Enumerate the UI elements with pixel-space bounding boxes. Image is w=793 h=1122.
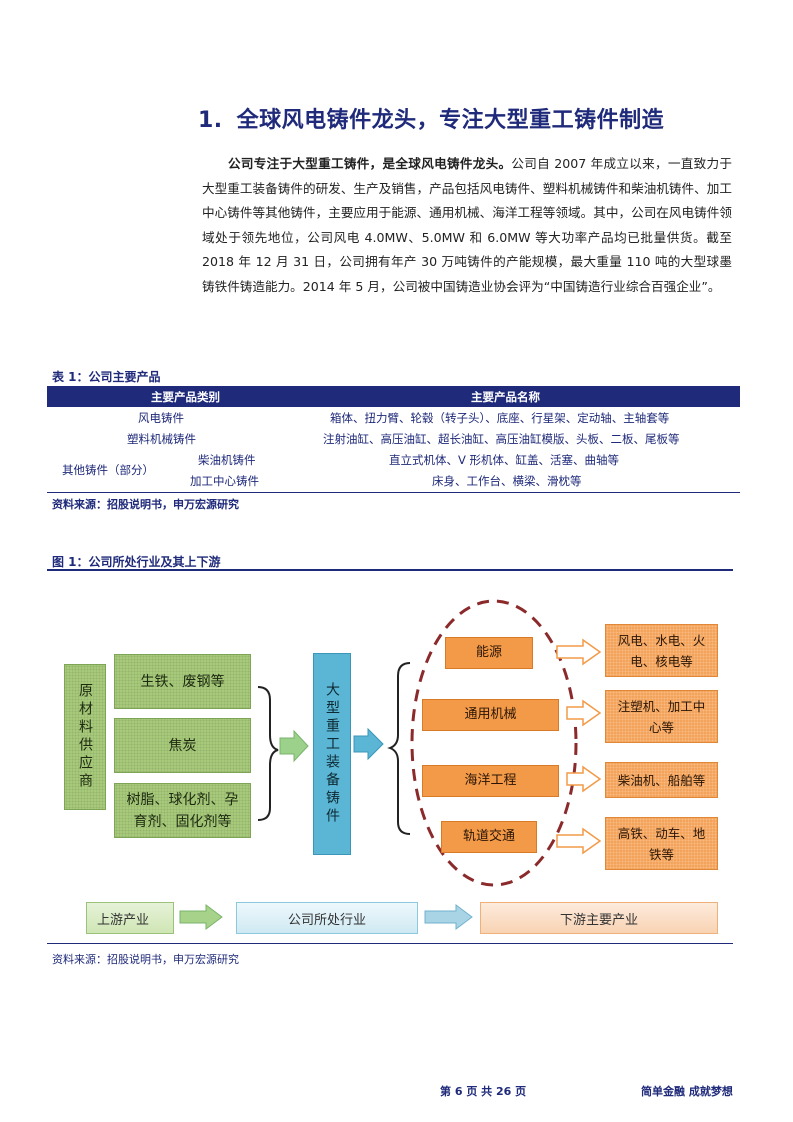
legend-label: 下游主要产业 (559, 912, 638, 928)
figure-top-rule (47, 569, 733, 571)
table-header: 主要产品类别 主要产品名称 (47, 386, 740, 407)
footer-slogan: 简单金融 成就梦想 (641, 1085, 733, 1098)
arrow-to-industry-icon (279, 729, 309, 763)
table-header-category: 主要产品类别 (151, 390, 220, 404)
application-box: 能源 (445, 637, 533, 669)
arrow-downstream-icon (566, 699, 602, 727)
material-box: 焦炭 (114, 718, 251, 773)
table-cell-names: 注射油缸、高压油缸、超长油缸、高压油缸模版、头板、二板、尾板等 (323, 432, 680, 446)
table-cell-names: 床身、工作台、横梁、滑枕等 (432, 474, 582, 488)
arrow-downstream-icon (556, 638, 602, 666)
brace-materials (257, 686, 279, 821)
figure-bottom-rule (47, 943, 733, 944)
table-cell-category: 塑料机械铸件 (127, 432, 196, 446)
material-box: 生铁、废钢等 (114, 654, 251, 709)
application-box: 通用机械 (422, 699, 559, 731)
paragraph-lead: 公司专注于大型重工铸件，是全球风电铸件龙头。 (228, 156, 512, 171)
table-bottom-rule (47, 492, 740, 493)
body-paragraph: 公司专注于大型重工铸件，是全球风电铸件龙头。公司自 2007 年成立以来，一直致… (202, 152, 732, 300)
downstream-label: 柴油机、船舶等 (617, 772, 706, 788)
brace-applications (387, 662, 411, 835)
table-cell-category: 加工中心铸件 (190, 474, 259, 488)
paragraph-text: 公司自 2007 年成立以来，一直致力于大型重工装备铸件的研发、生产及销售，产品… (202, 156, 732, 294)
application-label: 能源 (475, 645, 502, 660)
section-title: 全球风电铸件龙头，专注大型重工铸件制造 (236, 108, 665, 133)
section-number: 1. (198, 108, 223, 133)
material-box: 树脂、球化剂、孕育剂、固化剂等 (114, 783, 251, 838)
table-source: 资料来源：招股说明书，申万宏源研究 (52, 498, 239, 511)
material-label: 焦炭 (168, 737, 197, 754)
arrow-downstream-icon (556, 827, 602, 855)
arrow-downstream-icon (566, 765, 602, 793)
legend-label: 上游产业 (97, 912, 150, 928)
section-heading: 1. 全球风电铸件龙头，专注大型重工铸件制造 (198, 102, 664, 134)
figure-source: 资料来源：招股说明书，申万宏源研究 (52, 953, 239, 966)
legend-arrow-icon (179, 904, 223, 930)
table-cell-category: 柴油机铸件 (198, 453, 256, 467)
table-cell-group: 其他铸件（部分） (62, 463, 154, 477)
raw-supplier-label: 原材料供应商 (77, 683, 93, 791)
legend-label: 公司所处行业 (287, 912, 366, 928)
application-box: 海洋工程 (422, 765, 559, 797)
table-cell-names: 箱体、扭力臂、轮毂（转子头）、底座、行星架、定动轴、主轴套等 (330, 411, 670, 425)
dashed-ellipse (410, 599, 578, 887)
application-label: 通用机械 (464, 707, 517, 722)
downstream-label: 风电、水电、火电、核电等 (617, 632, 706, 669)
material-label: 树脂、球化剂、孕育剂、固化剂等 (126, 791, 239, 830)
legend-downstream: 下游主要产业 (480, 902, 718, 934)
raw-supplier-box: 原材料供应商 (64, 664, 106, 810)
table-header-names: 主要产品名称 (471, 390, 540, 404)
table-cell-category: 风电铸件 (138, 411, 184, 425)
downstream-box: 风电、水电、火电、核电等 (605, 624, 718, 677)
material-label: 生铁、废钢等 (140, 673, 225, 690)
downstream-box: 柴油机、船舶等 (605, 762, 718, 798)
downstream-box: 高铁、动车、地铁等 (605, 817, 718, 870)
industry-label: 大型重工装备铸件 (324, 682, 340, 826)
table-title: 表 1：公司主要产品 (52, 370, 161, 384)
application-label: 轨道交通 (462, 829, 515, 844)
table-cell-names: 直立式机体、V 形机体、缸盖、活塞、曲轴等 (389, 453, 620, 467)
downstream-label: 高铁、动车、地铁等 (617, 825, 706, 862)
figure-title: 图 1：公司所处行业及其上下游 (52, 555, 221, 569)
arrow-to-applications-icon (353, 727, 384, 761)
legend-industry: 公司所处行业 (236, 902, 418, 934)
downstream-box: 注塑机、加工中心等 (605, 690, 718, 743)
legend-arrow-icon (424, 904, 473, 930)
application-box: 轨道交通 (441, 821, 537, 853)
legend-upstream: 上游产业 (86, 902, 174, 934)
industry-box: 大型重工装备铸件 (313, 653, 351, 855)
application-label: 海洋工程 (464, 773, 517, 788)
downstream-label: 注塑机、加工中心等 (617, 698, 706, 735)
page-number: 第 6 页 共 26 页 (440, 1085, 527, 1098)
